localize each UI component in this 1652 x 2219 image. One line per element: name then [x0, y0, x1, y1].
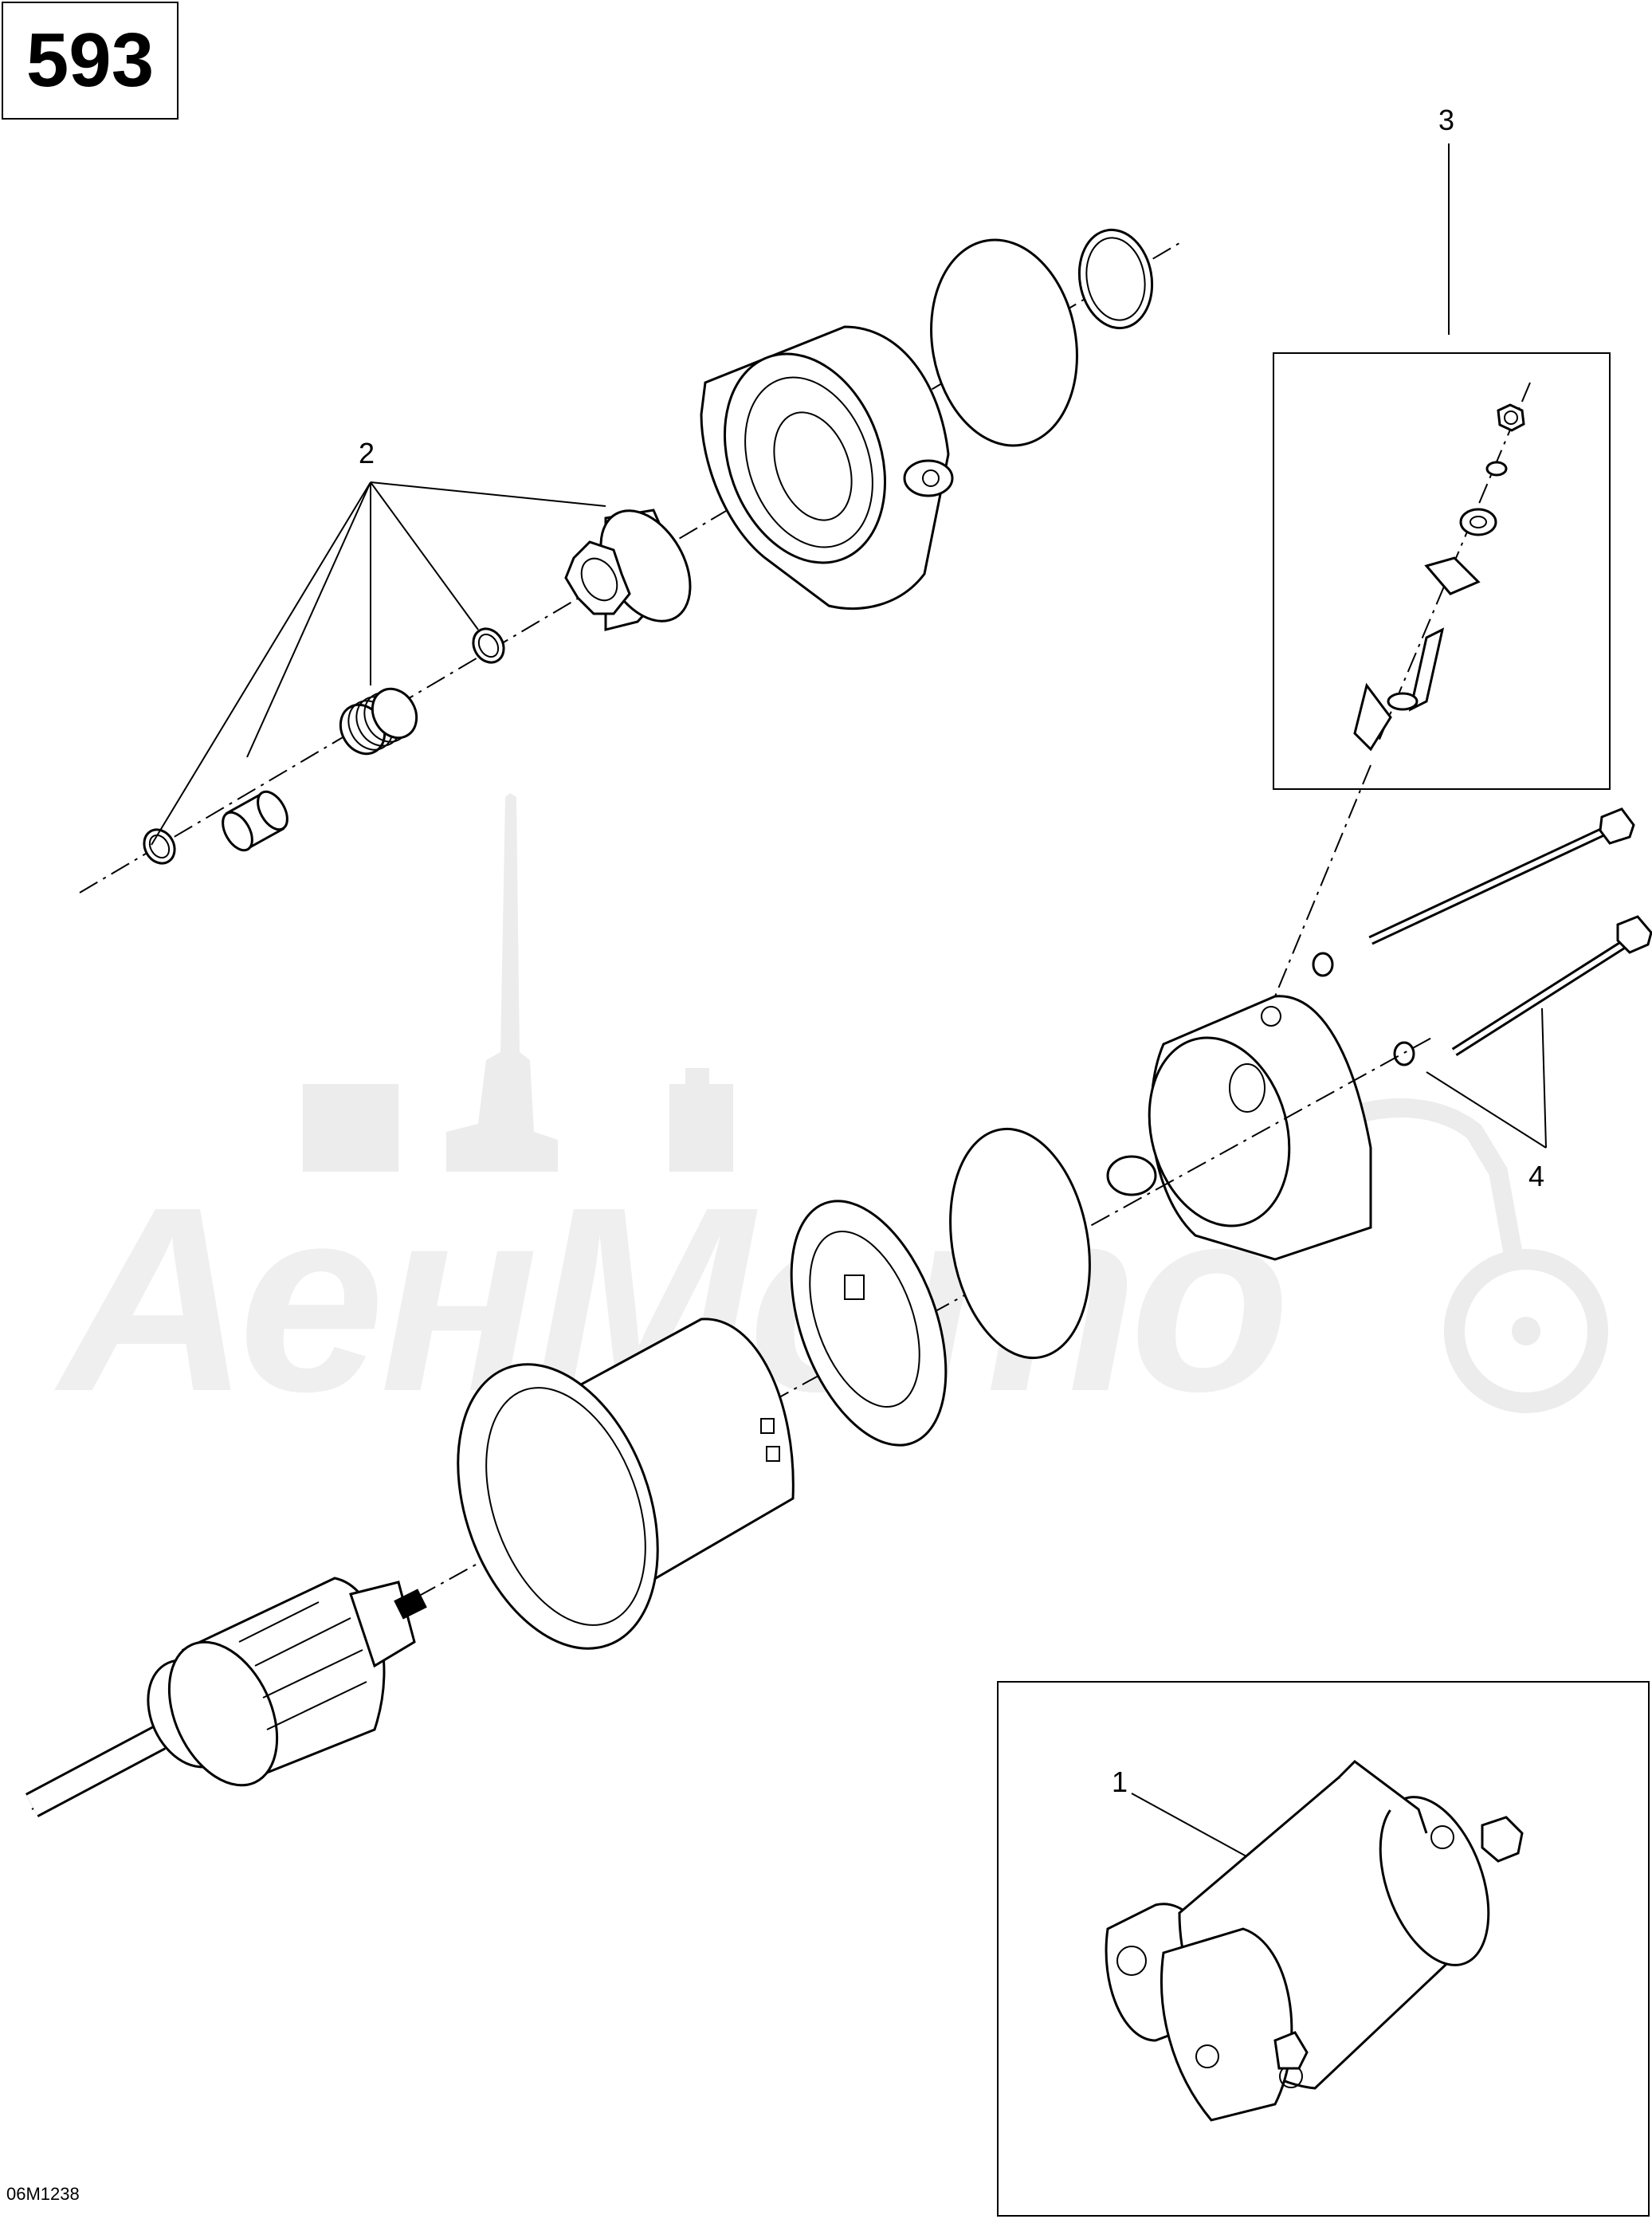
callout-1-leader: [1131, 1793, 1256, 1862]
terminal-kit-frame: [1273, 352, 1611, 790]
page-number: 593: [26, 18, 155, 103]
watermark-skyline: [303, 793, 733, 1172]
brush-plate-part: [790, 1200, 948, 1447]
yoke-housing-part: [457, 1318, 795, 1650]
lower-o-ring-part: [949, 1127, 1091, 1360]
large-o-ring-part: [930, 238, 1078, 447]
callout-4-leader-a: [1426, 1071, 1547, 1149]
sleeve-part: [222, 790, 288, 852]
washer-ring-part: [1106, 1155, 1157, 1196]
front-housing-part: [700, 325, 954, 611]
drawing-code: 06M1238: [6, 2184, 80, 2204]
callout-2-leaders: [151, 481, 606, 846]
seal-ring-part: [1077, 228, 1154, 330]
spring-part: [339, 687, 418, 756]
starter-assembly-frame: [997, 1681, 1650, 2217]
pinion-gear-part: [564, 509, 692, 631]
callout-4-leader-b: [1541, 1007, 1547, 1149]
callout-label-4: 4: [1528, 1160, 1545, 1192]
starter-motor-assembly-part: [1105, 1760, 1524, 2122]
o-ring-small-part: [472, 627, 505, 664]
callout-label-2: 2: [359, 437, 375, 469]
through-bolt-parts: [1312, 807, 1652, 1066]
rear-cover-part: [1148, 995, 1372, 1261]
page-number-box: 593: [2, 2, 179, 120]
callout-label-1: 1: [1112, 1765, 1128, 1798]
terminal-kit-parts: [1353, 403, 1525, 752]
callout-label-3: 3: [1438, 104, 1455, 136]
armature-part: [26, 1577, 427, 1818]
